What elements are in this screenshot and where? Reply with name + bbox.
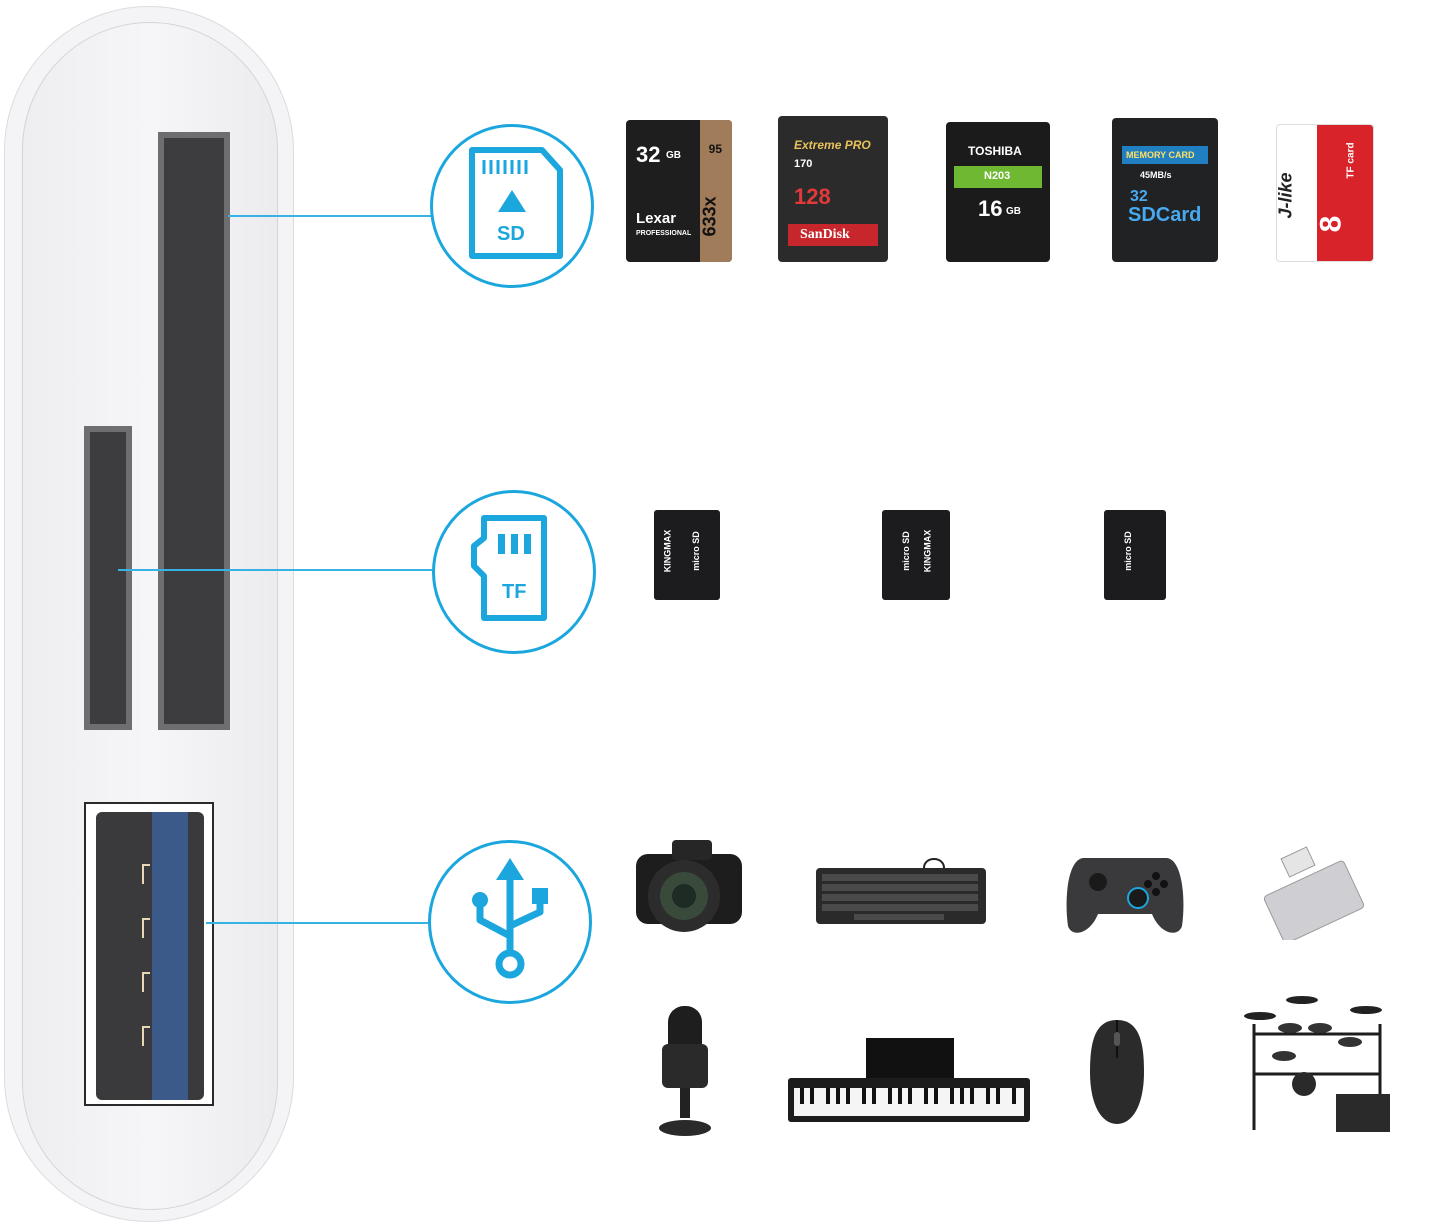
tf-slot	[84, 426, 132, 730]
tf-connector-line	[118, 569, 432, 571]
sd-card-icon	[469, 147, 563, 259]
sd-port-badge: SD	[430, 124, 594, 288]
sd-slot	[158, 132, 230, 730]
microphone-icon	[659, 1006, 711, 1136]
tf-label: TF	[502, 581, 527, 603]
usb-pin	[142, 864, 150, 884]
usb-connector-line	[206, 922, 430, 924]
sd-connector-line	[228, 215, 432, 217]
sd-card-lexar: 32 GB 95 633x Lexar PROFESSIONAL	[626, 120, 732, 262]
usb-port-badge	[428, 840, 592, 1004]
sd-card-j-like: J-like 8 TF card	[1276, 124, 1374, 262]
keyboard-icon	[816, 858, 986, 924]
usb-tongue	[152, 812, 188, 1100]
sd-card-toshiba: TOSHIBA N203 16 GB	[946, 122, 1050, 262]
sd-card-generic: MEMORY CARD 45MB/s 32 SDCard	[1112, 118, 1218, 262]
tf-card-2: micro SD KINGMAX	[882, 510, 950, 600]
camera-icon	[636, 840, 742, 932]
sd-card-sandisk: Extreme PRO 170 128 SanDisk	[778, 116, 888, 262]
gamepad-icon	[1066, 858, 1184, 933]
mouse-icon	[1090, 1020, 1144, 1124]
tf-card-icon	[471, 515, 547, 621]
usb-flash-drive-icon	[1264, 846, 1364, 940]
tf-card-3: micro SD	[1104, 510, 1166, 600]
usb-pin	[142, 972, 150, 992]
drum-kit-icon	[1244, 996, 1390, 1132]
usb-icon	[472, 858, 548, 979]
tf-card-1: KINGMAX micro SD	[654, 510, 720, 600]
usb-pin	[142, 918, 150, 938]
piano-keyboard-icon	[788, 1038, 1030, 1122]
usb-pin	[142, 1026, 150, 1046]
tf-port-badge: TF	[432, 490, 596, 654]
sd-label: SD	[497, 223, 525, 245]
